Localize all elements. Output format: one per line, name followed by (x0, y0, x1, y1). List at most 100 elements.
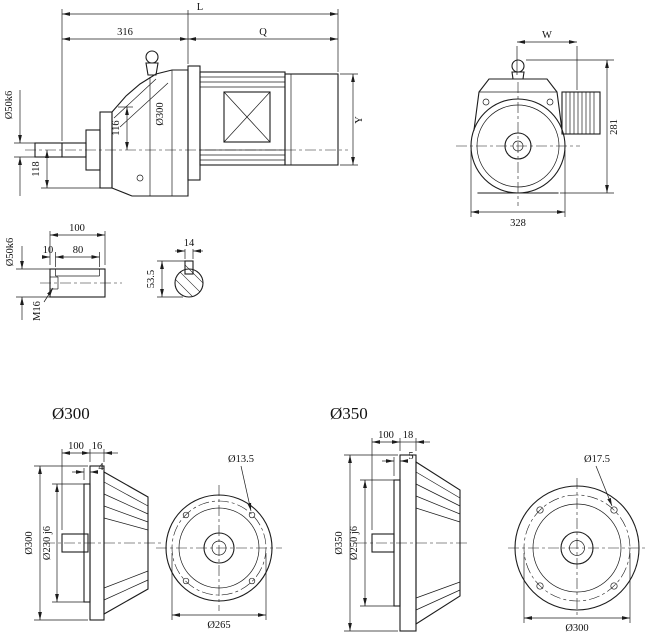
dim-10-80: 10 80 (42, 245, 100, 267)
terminal-box-side (223, 91, 271, 143)
bolt-hole (610, 506, 618, 514)
pilot-circle (178, 507, 260, 589)
dim-thread: M16 (32, 287, 54, 321)
dim-label-shaft-dia: Ø50k6 (4, 91, 15, 120)
hub-circle (203, 532, 235, 564)
dim-pilot-dia-350: Ø250 j6 (349, 479, 394, 607)
housing-ribs (415, 471, 461, 611)
dim-label-pilot-dia: Ø230 j6 (42, 526, 53, 560)
gear-housing (111, 69, 189, 197)
flange-300-section: 100 16 4 Ø300 (24, 441, 162, 621)
shaft-detail-geometry (40, 268, 122, 298)
shaft-body (49, 268, 106, 298)
dim-label-100: 100 (68, 441, 84, 452)
bolt-hole (536, 582, 544, 590)
dim-label-5: 5 (408, 451, 413, 462)
dim-281: 281 (526, 59, 620, 194)
flange-300-title: Ø300 (52, 404, 90, 423)
dim-label-pilot-dia: Ø250 j6 (349, 526, 360, 560)
dim-w: W (516, 30, 578, 90)
dim-label-116: 116 (111, 120, 122, 135)
hub-circle (560, 531, 594, 565)
front-view-dimensions: W 281 328 (470, 30, 620, 229)
dim-18-flange350: 18 (400, 430, 430, 451)
dim-label-Q: Q (259, 27, 267, 38)
flange-300-face: Ø13.5 Ø265 (156, 454, 282, 631)
dim-label-hole-dia: Ø17.5 (584, 454, 610, 465)
key-cross-section (184, 260, 194, 275)
bore-circle (211, 540, 227, 556)
dim-53-5: 53.5 (146, 260, 185, 298)
housing-cone (415, 460, 461, 626)
dim-100: 100 (49, 223, 106, 265)
keyway-dimensions: 14 53.5 (146, 238, 203, 298)
bolt-hole (546, 98, 554, 106)
bore-circle (569, 540, 585, 556)
flange-outer-circle (514, 485, 640, 611)
bolt-hole (182, 511, 190, 519)
dim-overall-length: L (62, 2, 338, 16)
bolt-hole (248, 511, 256, 519)
motor-flange (187, 65, 201, 181)
dim-label-outer-dia: Ø300 (24, 531, 35, 554)
dim-label-bolt-circle: Ø265 (207, 620, 230, 631)
dim-label-18: 18 (403, 430, 414, 441)
dim-328: 328 (470, 150, 566, 229)
dim-116: 116 (111, 106, 133, 150)
dim-outer-dia-350: Ø350 (334, 454, 398, 632)
dim-316: 316 (62, 27, 188, 41)
dim-y: Y (340, 73, 365, 166)
dim-4-flange300: 4 (72, 462, 104, 480)
shaft-bore-circle (512, 140, 524, 152)
dim-label-M16: M16 (32, 301, 43, 321)
dim-label-hole-dia: Ø13.5 (228, 454, 254, 465)
housing-ribs (103, 481, 149, 601)
dim-label-shaft-dia-detail: Ø50k6 (5, 238, 16, 267)
dim-label-bolt-circle: Ø300 (565, 623, 588, 633)
dim-label-Y: Y (354, 116, 365, 124)
dim-label-outer-dia: Ø350 (334, 531, 345, 554)
shaft-detail: 100 10 80 Ø50k6 M16 (5, 223, 122, 321)
front-view: W 281 328 (456, 30, 620, 229)
flange-300-view: Ø300 100 (24, 404, 282, 631)
dim-key-width: 14 (175, 238, 203, 259)
dim-label-281: 281 (609, 119, 620, 135)
keyway-geometry (174, 260, 204, 298)
side-view-geometry (25, 50, 348, 197)
dim-label-10: 10 (43, 245, 54, 256)
keyway-section: 14 53.5 (146, 238, 204, 298)
dim-16-flange300: 16 (90, 441, 118, 462)
dim-bolt-circle-300: Ø265 (171, 553, 267, 631)
dim-label-316: 316 (117, 27, 133, 38)
flange-350-view: Ø350 100 (330, 404, 647, 633)
dim-5-flange350: 5 (382, 451, 414, 476)
side-view: L 316 Q Ø50k6 118 (4, 2, 365, 197)
dim-outer-dia-300: Ø300 (24, 465, 88, 621)
dim-shaft-diameter-detail: Ø50k6 (5, 238, 50, 320)
bolt-hole (610, 582, 618, 590)
dim-pilot-dia-300: Ø230 j6 (42, 483, 84, 603)
dim-label-housing-dia: Ø300 (155, 102, 166, 125)
bolt-circle (523, 494, 631, 602)
motor-body (199, 71, 286, 166)
dim-shaft-diameter: Ø50k6 (4, 90, 35, 196)
dim-label-53-5: 53.5 (146, 270, 157, 288)
dim-label-4: 4 (98, 462, 104, 473)
shaft-hub-circle (504, 132, 532, 160)
output-shaft (61, 533, 89, 553)
dim-label-W: W (542, 30, 552, 41)
bolt-hole (248, 577, 256, 585)
dim-label-100: 100 (69, 223, 85, 234)
shaft-detail-dimensions: 100 10 80 Ø50k6 M16 (5, 223, 106, 321)
terminal-box-front (561, 91, 601, 135)
flange-350-title: Ø350 (330, 404, 368, 423)
dim-q: Q (188, 27, 338, 41)
bolt-circle (171, 500, 267, 596)
oil-plug (136, 174, 144, 182)
flange-outer-circle (165, 494, 273, 602)
dim-100-flange300: 100 (61, 441, 91, 530)
flange-350-face: Ø17.5 Ø300 (508, 454, 647, 633)
dim-label-118: 118 (31, 161, 42, 176)
